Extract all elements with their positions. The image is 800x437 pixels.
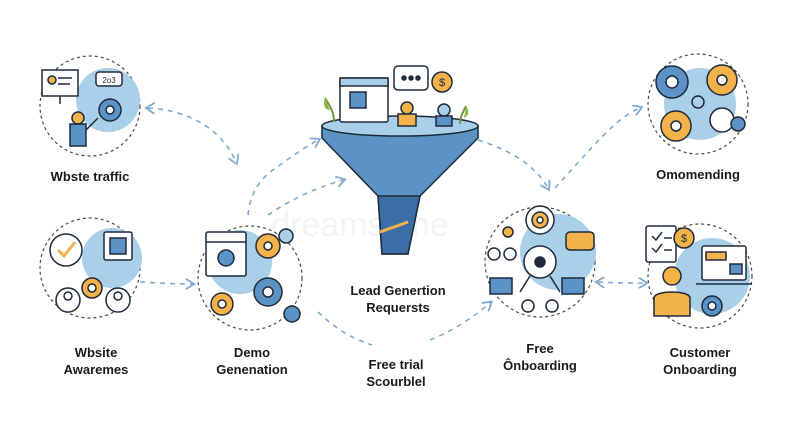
connector-demo-to-funnel <box>247 140 318 216</box>
node-free-onboarding <box>484 205 596 318</box>
label-website-traffic: Wbste traffic <box>51 168 130 185</box>
gears-cluster-icon <box>655 64 746 142</box>
label-lead-generation-line1: Lead Genertion <box>350 283 446 298</box>
label-website-awareness: Wbsite Awaremes <box>64 344 129 378</box>
node-customer-onboarding: $ <box>645 223 753 329</box>
label-website-awareness-line1: Wbsite <box>74 345 118 360</box>
connector-awareness-to-demo <box>139 282 192 284</box>
label-lead-generation: Lead Genertion Requersts <box>350 282 445 316</box>
customer-laptop-icon: $ <box>645 225 752 317</box>
label-demo-generation-line2: Genenation <box>216 362 288 377</box>
label-free-trial: Free trial Scourblel <box>366 356 425 390</box>
label-demo-generation: Demo Genenation <box>216 344 288 378</box>
presenter-with-gears-icon: 2o3 <box>41 69 123 147</box>
svg-text:2o3: 2o3 <box>102 76 116 85</box>
label-website-traffic-text: Wbste traffic <box>50 169 130 184</box>
browser-user-gears-icon <box>205 228 301 323</box>
label-demo-generation-line1: Demo <box>233 345 271 360</box>
label-free-onboarding: Free Ônboarding <box>503 340 577 374</box>
connector-demo-to-freetrial <box>317 311 373 346</box>
checkmark-team-gear-icon <box>49 231 133 313</box>
label-omomending: Omomending <box>656 166 740 183</box>
label-lead-generation-line2: Requersts <box>366 300 430 315</box>
label-customer-onboarding-line1: Customer <box>669 345 731 360</box>
label-customer-onboarding: Customer Onboarding <box>663 344 737 378</box>
connector-funnel-to-onboarding <box>477 139 548 188</box>
label-free-trial-line2: Scourblel <box>366 374 426 389</box>
node-website-traffic: 2o3 <box>39 55 141 157</box>
connectors <box>139 108 645 346</box>
connector-traffic-to-demo <box>148 108 236 162</box>
connector-onboarding-to-omomending <box>554 108 640 189</box>
label-website-awareness-line2: Awaremes <box>63 362 129 377</box>
label-customer-onboarding-line2: Onboarding <box>663 362 737 377</box>
svg-text:$: $ <box>439 77 445 89</box>
connector-freetrial-to-onboarding <box>429 303 490 341</box>
watermark: dreamstime <box>271 206 449 244</box>
connector-demo-to-funnel-lower <box>267 180 343 216</box>
sales-funnel-icon: $ <box>321 65 479 255</box>
node-website-awareness <box>39 217 142 319</box>
label-free-onboarding-line1: Free <box>526 341 554 356</box>
label-omomending-text: Omomending <box>656 167 740 182</box>
connector-onboarding-to-customer <box>598 282 645 283</box>
svg-text:$: $ <box>681 233 687 245</box>
node-lead-generation: $ <box>321 65 479 255</box>
node-omomending <box>647 53 749 155</box>
node-demo-generation <box>197 225 303 331</box>
target-eye-network-icon <box>487 205 595 313</box>
label-free-onboarding-line2: Ônboarding <box>503 358 577 373</box>
label-free-trial-line1: Free trial <box>368 357 424 372</box>
